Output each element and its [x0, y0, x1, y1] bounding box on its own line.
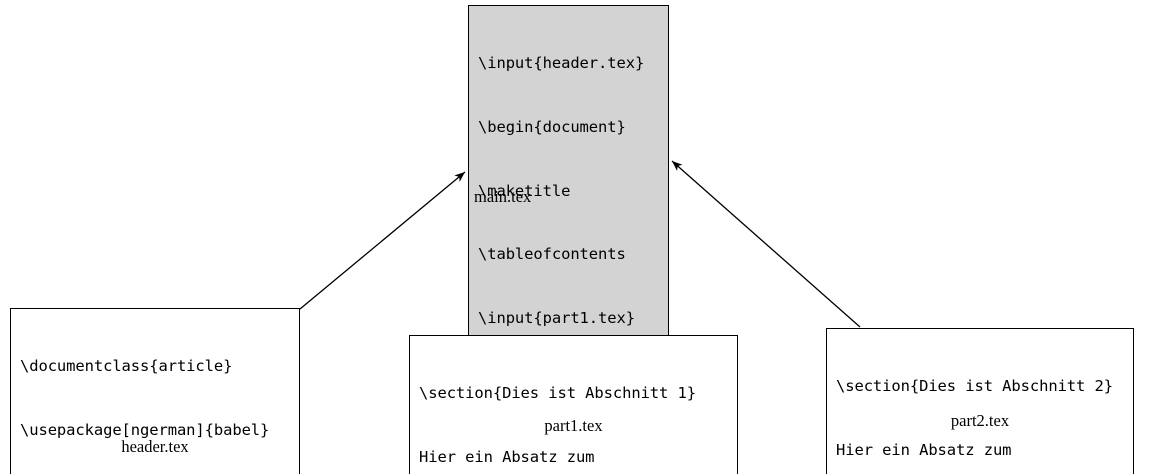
edge-header-to-main — [299, 171, 466, 310]
code-line: \usepackage[ngerman]{babel} — [20, 421, 270, 440]
code-line: \tableofcontents — [478, 245, 626, 264]
node-part2-tex[interactable]: \section{Dies ist Abschnitt 2} Hier ein … — [826, 328, 1134, 474]
code-line: \section{Dies ist Abschnitt 2} — [836, 377, 1113, 396]
code-line: \section{Dies ist Abschnitt 1} — [419, 384, 696, 403]
caption-main-tex: main.tex — [474, 187, 532, 206]
node-part1-tex[interactable]: \section{Dies ist Abschnitt 1} Hier ein … — [409, 335, 738, 474]
code-line: \begin{document} — [478, 118, 626, 137]
node-header-tex[interactable]: \documentclass{article} \usepackage[nger… — [10, 308, 300, 474]
caption-header-tex: header.tex — [121, 437, 189, 456]
code-line: Hier ein Absatz zum — [419, 448, 595, 467]
caption-part2-tex: part2.tex — [950, 411, 1010, 430]
caption-part1-tex: part1.tex — [544, 416, 603, 435]
code-line: \documentclass{article} — [20, 357, 233, 376]
edge-part2-to-main — [671, 160, 861, 328]
node-main-tex[interactable]: \input{header.tex} \begin{document} \mak… — [468, 5, 669, 474]
code-line: \input{header.tex} — [478, 54, 645, 73]
code-line: \input{part1.tex} — [478, 308, 635, 327]
code-line: Hier ein Absatz zum — [836, 441, 1012, 460]
code-line: \maketitle — [478, 181, 571, 200]
